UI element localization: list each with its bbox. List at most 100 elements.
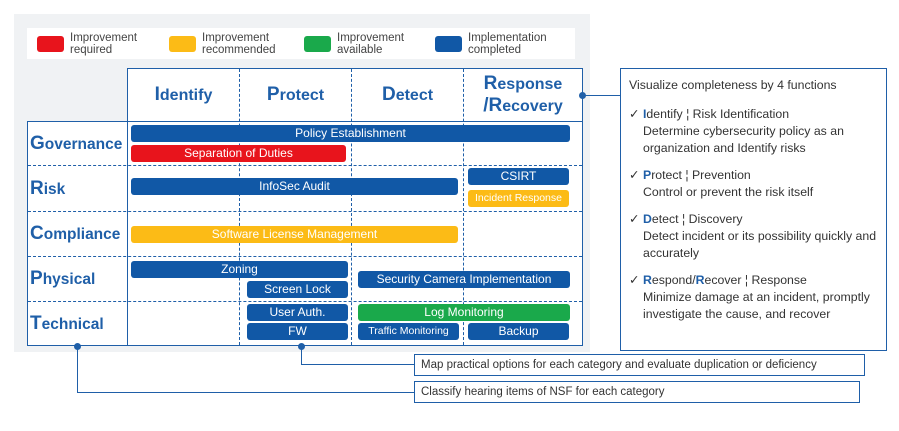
legend-label: Implementation (468, 31, 547, 44)
legend-label: completed (468, 43, 522, 56)
legend-label: recommended (202, 43, 276, 56)
row-divider (28, 165, 582, 166)
column-header-protect: Protect (240, 68, 351, 122)
check-icon: ✓ (629, 212, 640, 226)
function-description: Determine cybersecurity policy as an org… (643, 124, 844, 155)
row-header-compliance: Compliance (30, 212, 128, 256)
function-initial: R (643, 273, 652, 287)
row-header-physical: Physical (30, 257, 128, 301)
legend-label: Improvement (337, 31, 405, 44)
green-swatch (304, 35, 331, 52)
column-divider (463, 69, 464, 345)
header-initial: D (381, 84, 396, 105)
header-initial: T (30, 313, 42, 334)
header-initial: C (30, 223, 44, 244)
header-rest: etect (395, 87, 434, 104)
column-divider (239, 69, 240, 345)
function-heading: espond/ (651, 273, 696, 287)
red-swatch (37, 35, 64, 52)
row-outline (27, 121, 583, 346)
function-heading: ecover ¦ Response (704, 273, 807, 287)
function-respond-recover: ✓ Respond/Recover ¦ Response Minimize da… (629, 272, 878, 323)
header-rest: dentify (159, 87, 213, 104)
legend-label: required (70, 43, 113, 56)
column-header-response-recovery: Response /Recovery (464, 68, 582, 122)
connector-dot (74, 343, 81, 350)
function-initial: D (643, 212, 652, 226)
header-initial: G (30, 132, 45, 154)
bar-incident-response: Incident Response (468, 190, 569, 207)
header-initial: R (30, 177, 44, 199)
info-title: Visualize completeness by 4 functions (629, 78, 837, 92)
connector-line (301, 347, 303, 365)
column-header-detect: Detect (352, 68, 463, 122)
column-divider (351, 69, 352, 345)
function-description: Minimize damage at an incident, promptly… (643, 290, 870, 321)
column-header-identify: Identify (128, 68, 239, 122)
bar-csirt: CSIRT (468, 168, 569, 185)
function-detect: ✓ Detect ¦ Discovery Detect incident or … (629, 211, 878, 262)
header-rest: esponse (497, 76, 563, 93)
bar-user-auth: User Auth. (247, 304, 348, 321)
function-initial: P (643, 168, 652, 182)
row-header-risk: Risk (30, 166, 128, 211)
bar-separation-of-duties: Separation of Duties (131, 145, 346, 162)
header-initial: P (30, 268, 43, 289)
connector-line (77, 392, 414, 394)
function-description: Control or prevent the risk itself (643, 185, 814, 199)
connector-line (301, 364, 414, 366)
connector-dot (298, 343, 305, 350)
legend-label: Improvement (202, 31, 270, 44)
legend-label: available (337, 43, 383, 56)
row-divider (28, 211, 582, 212)
legend-label: Improvement (70, 31, 138, 44)
blue-swatch (435, 35, 462, 52)
function-initial: R (695, 273, 705, 287)
connector-line (77, 347, 79, 393)
header-rest: ompliance (43, 226, 121, 243)
check-icon: ✓ (629, 107, 640, 121)
row-header-area (27, 122, 128, 346)
function-protect: ✓ Protect ¦ Prevention Control or preven… (629, 167, 878, 201)
bar-screen-lock: Screen Lock (247, 281, 348, 298)
header-initial: /R (483, 95, 503, 116)
bar-backup: Backup (468, 323, 569, 340)
row-header-technical: Technical (30, 302, 128, 346)
function-heading: dentify ¦ Risk Identification (646, 107, 790, 121)
check-icon: ✓ (629, 168, 640, 182)
yellow-swatch (169, 35, 196, 52)
bar-policy-establishment: Policy Establishment (131, 125, 570, 142)
bar-security-camera-implementation: Security Camera Implementation (358, 271, 570, 288)
header-rest: isk (43, 180, 66, 198)
connector-dot (579, 92, 586, 99)
header-initial: R (483, 73, 498, 94)
function-description: Detect incident or its possibility quick… (643, 229, 877, 260)
check-icon: ✓ (629, 273, 640, 287)
header-initial: P (266, 84, 280, 105)
header-initial: I (154, 84, 160, 105)
header-rest: echnical (41, 316, 104, 333)
header-rest: hysical (42, 271, 96, 288)
function-heading: rotect ¦ Prevention (651, 168, 751, 182)
bar-log-monitoring: Log Monitoring (358, 304, 570, 321)
bar-software-license-management: Software License Management (131, 226, 458, 243)
function-identify: ✓ Identify ¦ Risk Identification Determi… (629, 106, 878, 157)
bar-fw: FW (247, 323, 348, 340)
row-header-governance: Governance (30, 122, 128, 165)
row-divider (28, 301, 582, 302)
note-map-practical-options: Map practical options for each category … (414, 354, 865, 376)
bar-traffic-monitoring: Traffic Monitoring (358, 323, 459, 340)
bar-zoning: Zoning (131, 261, 348, 278)
header-rest: ecovery (502, 98, 563, 115)
connector-line (583, 95, 620, 97)
row-divider (28, 256, 582, 257)
functions-info-panel: Visualize completeness by 4 functions ✓ … (620, 68, 887, 351)
header-rest: rotect (279, 87, 325, 104)
function-heading: etect ¦ Discovery (651, 212, 743, 226)
header-rest: overnance (44, 135, 123, 153)
